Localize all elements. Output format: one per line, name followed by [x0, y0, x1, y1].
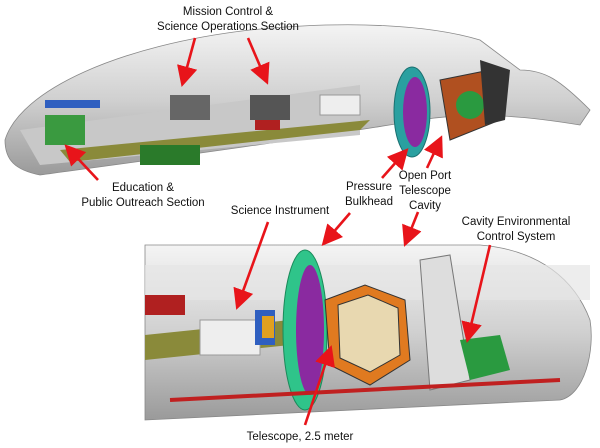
label-line: Pressure: [345, 181, 393, 193]
label-line: Education &: [111, 182, 174, 194]
label-line: Mission Control &: [182, 6, 274, 18]
upper-fuselage-cutaway: [4, 24, 591, 176]
label-line: Open Port: [398, 170, 452, 182]
label-line: Cavity: [409, 200, 441, 212]
label-telescope: Telescope, 2.5 meter: [246, 431, 354, 443]
callout-arrows: [64, 37, 492, 426]
label-line: Control System: [476, 231, 556, 243]
label-line: Telescope: [399, 185, 451, 197]
label-line: Public Outreach Section: [81, 197, 205, 209]
label-line: Cavity Environmental: [461, 216, 571, 228]
label-cavity-environmental-control: Cavity Environmental Control System: [462, 215, 571, 245]
label-science-instrument: Science Instrument: [230, 205, 330, 217]
label-line: Bulkhead: [345, 196, 393, 208]
label-open-port-cavity: Open Port Telescope Cavity: [399, 169, 451, 214]
label-pressure-bulkhead: Pressure Bulkhead: [345, 180, 393, 210]
label-mission-control: Mission Control & Science Operations Sec…: [157, 5, 299, 35]
label-education-outreach: Education & Public Outreach Section: [81, 181, 204, 211]
lower-fuselage-cutaway: [144, 244, 592, 421]
label-line: Science Operations Section: [157, 21, 299, 33]
